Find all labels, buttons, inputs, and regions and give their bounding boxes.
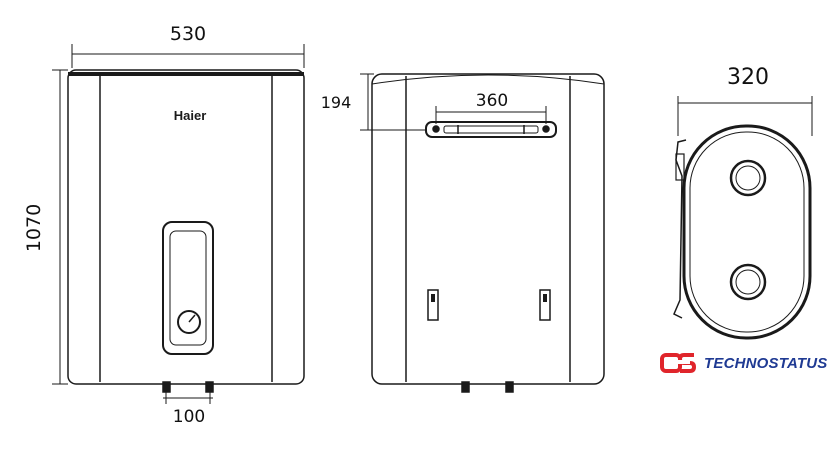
pipe-left: [162, 381, 171, 393]
side-dimensions: [677, 96, 813, 136]
front-dimensions: [52, 44, 305, 404]
bracket-hole-right: [542, 125, 550, 133]
side-wall-bracket: [673, 139, 687, 319]
dim-side-depth: 320: [727, 65, 769, 90]
side-outer-shell: [682, 124, 812, 340]
dim-bracket-offset: 194: [321, 93, 352, 112]
side-pipe-top-inner: [735, 165, 761, 191]
lower-hanger-right-slot: [543, 294, 547, 302]
haier-logo: Haier: [174, 108, 207, 123]
mounting-bracket: [425, 121, 557, 138]
bracket-slot: [443, 125, 539, 134]
side-bracket-tab: [675, 153, 685, 181]
side-pipe-bottom-inner: [735, 269, 761, 295]
technostatus-watermark: TECHNOSTATUS: [660, 348, 838, 378]
bracket-hole-left: [432, 125, 440, 133]
side-inner-shell: [689, 131, 805, 333]
back-pipe-right: [505, 381, 514, 393]
lower-hanger-left-slot: [431, 294, 435, 302]
pipe-right: [205, 381, 214, 393]
back-body: [371, 73, 605, 385]
dim-front-height: 1070: [23, 204, 45, 252]
technostatus-wordmark: TECHNOSTATUS: [704, 354, 828, 372]
side-view: [673, 124, 812, 340]
control-panel: [162, 221, 214, 355]
dim-pipe-spacing: 100: [173, 407, 205, 427]
back-top-arc: [371, 74, 605, 85]
back-view: [371, 73, 605, 393]
technostatus-logo-mark: [660, 353, 697, 373]
control-window: [169, 230, 207, 346]
back-dimensions: [360, 73, 547, 131]
side-pipe-top-outer: [729, 159, 767, 197]
lower-hanger-left: [427, 289, 439, 321]
dim-bracket-width: 360: [476, 91, 508, 111]
thermostat-knob: [177, 310, 201, 334]
knob-pointer: [188, 314, 196, 323]
back-pipe-left: [461, 381, 470, 393]
side-pipe-bottom-outer: [729, 263, 767, 301]
front-body: [67, 69, 305, 385]
dim-front-width: 530: [170, 23, 206, 45]
lower-hanger-right: [539, 289, 551, 321]
